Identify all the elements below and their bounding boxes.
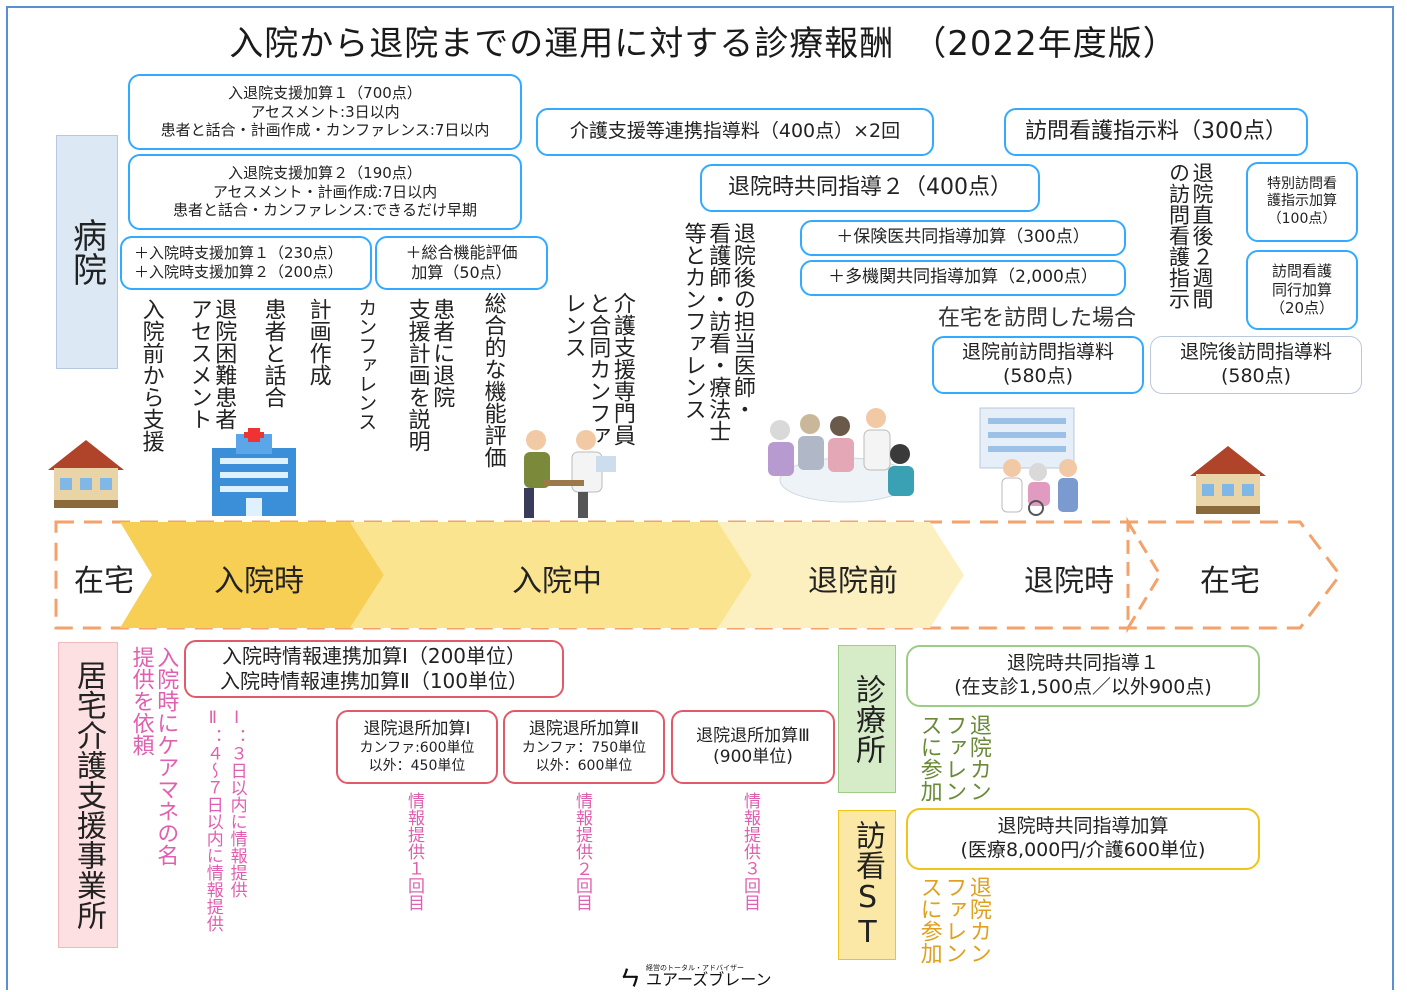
- note-clinic-conference: 退院カン ファレン スに参加: [916, 714, 991, 802]
- logo-company: ユアーズブレーン: [646, 970, 772, 989]
- line: (580点): [1002, 365, 1074, 387]
- line: 護指示加算: [1267, 193, 1337, 210]
- line: 退院退所加算Ⅰ: [363, 718, 471, 739]
- accompany-add-box: 訪問看護 同行加算 （20点）: [1246, 250, 1358, 330]
- logo-mark-icon: ㄣ: [620, 966, 640, 990]
- hospital-icon: [212, 428, 296, 516]
- nursing-st-label: 訪看ST: [838, 810, 896, 960]
- arrow-during-stay: [350, 522, 752, 628]
- line: 退院退所加算Ⅲ: [696, 725, 810, 746]
- line: ＋入院時支援加算１（230点）: [134, 244, 343, 263]
- line: （20点）: [1269, 299, 1335, 318]
- comprehensive-eval-box: ＋総合機能評価 加算（50点）: [375, 236, 548, 290]
- stage-home-left: 在宅: [74, 564, 134, 599]
- line: 患者と話合・計画作成・カンファレンス:7日以内: [160, 121, 490, 140]
- line: (医療8,000円/介護600単位): [960, 839, 1206, 861]
- home-visit-case-text: 在宅を訪問した場合: [938, 306, 1137, 331]
- note-functional-eval: 総合的な機能評価: [480, 292, 506, 468]
- line: (900単位): [713, 747, 793, 767]
- line: 入退院支援加算２（190点）: [228, 163, 422, 182]
- post-discharge-visit-box: 退院後訪問指導料 (580点): [1150, 336, 1362, 394]
- note-info-once: 情報提供１回目: [404, 792, 425, 911]
- line: 患者と話合・カンファレンス:できるだけ早期: [172, 201, 477, 220]
- stage-admission: 入院時: [214, 564, 304, 599]
- line: (在支診1,500点／以外900点): [954, 676, 1212, 698]
- line: カンファ:600単位: [359, 740, 475, 757]
- line: 入退院支援加算１（700点）: [228, 83, 422, 102]
- insurance-doctor-add-box: ＋保険医共同指導加算（300点）: [800, 220, 1126, 256]
- home-visit-illustration: [979, 407, 1078, 516]
- line: 特別訪問看: [1267, 175, 1337, 192]
- line: ＋総合機能評価: [405, 243, 518, 262]
- note-plan-creation: 計画作成: [305, 298, 331, 386]
- note-st-conference: 退院カン ファレン スに参加: [916, 876, 991, 964]
- line: ＋入院時支援加算２（200点）: [134, 263, 343, 281]
- multi-agency-add-box: ＋多機関共同指導加算（2,000点）: [800, 260, 1126, 296]
- pre-discharge-visit-box: 退院前訪問指導料 (580点): [932, 336, 1144, 394]
- discharge-add-3-box: 退院退所加算Ⅲ (900単位): [671, 710, 835, 784]
- discharge-add-1-box: 退院退所加算Ⅰ カンファ:600単位 以外：450単位: [336, 710, 498, 784]
- care-office-label: 居宅介護支援事業所: [58, 642, 118, 948]
- note-post-discharge-instruction: 退院直後２週間 の訪問看護指示: [1166, 162, 1215, 309]
- note-discuss-patient: 患者と話合: [260, 298, 286, 408]
- outer-frame: [6, 6, 1394, 990]
- consultation-illustration: [524, 430, 616, 518]
- note-pre-admission: 入院前から支援: [138, 298, 164, 452]
- line: 退院退所加算Ⅱ: [528, 718, 640, 739]
- page-title: 入院から退院までの運用に対する診療報酬 （2022年度版）: [229, 24, 1178, 64]
- discharge-add-2-box: 退院退所加算Ⅱ カンファ：750単位 以外：600単位: [503, 710, 665, 784]
- note-info-twice: 情報提供２回目: [572, 792, 593, 911]
- line: 以外：600単位: [535, 757, 633, 774]
- line: カンファ：750単位: [521, 740, 647, 757]
- arrow-pre-discharge: [718, 522, 964, 628]
- care-support-guidance-box: 介護支援等連携指導料（400点）×2回: [536, 108, 934, 156]
- logo-tagline: 経営のトータル・アドバイザー: [646, 964, 744, 972]
- discharge-joint-guidance-2-box: 退院時共同指導２（400点）: [700, 164, 1040, 212]
- hospital-label: 病院: [56, 135, 118, 369]
- arrow-admission: [120, 522, 384, 628]
- line: 同行加算: [1271, 280, 1332, 299]
- home-nursing-instruction-box: 訪問看護指示料（300点）: [1004, 108, 1308, 156]
- line: （100点）: [1267, 210, 1337, 227]
- clinic-joint-guidance-box: 退院時共同指導１ (在支診1,500点／以外900点): [906, 645, 1260, 707]
- line: 退院前訪問指導料: [961, 341, 1114, 364]
- line: アセスメント・計画作成:7日以内: [212, 182, 438, 201]
- timeline-arrows: [54, 516, 1342, 634]
- company-logo: ㄣ 経営のトータル・アドバイザー ユアーズブレーン: [620, 962, 771, 991]
- meeting-illustration: [768, 408, 914, 503]
- clinic-label: 診療所: [838, 645, 896, 793]
- stage-pre-discharge: 退院前: [808, 564, 898, 599]
- house-icon-right: [1190, 446, 1266, 514]
- admission-support-1-box: 入退院支援加算１（700点） アセスメント:3日以内 患者と話合・計画作成・カン…: [128, 74, 522, 150]
- note-post-discharge-conf: 退院後の担当医師・ 看護師・訪看・療法士 等とカンファレンス: [680, 222, 755, 442]
- stage-discharge: 退院時: [1024, 564, 1114, 599]
- stage-during-stay: 入院中: [512, 564, 602, 599]
- st-joint-guidance-add-box: 退院時共同指導加算 (医療8,000円/介護600単位): [906, 808, 1260, 870]
- house-icon-left: [48, 440, 124, 508]
- line: 入院時情報連携加算Ⅱ（100単位）: [219, 669, 529, 693]
- line: 訪問看護: [1271, 261, 1332, 280]
- line: 加算（50点）: [411, 263, 512, 282]
- note-care-manager-conf: 介護支援専門員 と合同カンファ レンス: [560, 292, 635, 446]
- line: 以外：450単位: [368, 757, 466, 774]
- note-conference: カンファレンス: [355, 298, 378, 431]
- note-explain-plan: 患者に退院 支援計画を説明: [404, 298, 455, 452]
- info-link-add-box: 入院時情報連携加算Ⅰ（200単位） 入院時情報連携加算Ⅱ（100単位）: [184, 640, 564, 698]
- note-difficult-assessment: 退院困難患者 アセスメント: [186, 298, 237, 430]
- admission-time-support-box: ＋入院時支援加算１（230点） ＋入院時支援加算２（200点）: [120, 236, 372, 290]
- line: (580点): [1220, 365, 1292, 387]
- line: 入院時情報連携加算Ⅰ（200単位）: [221, 644, 527, 668]
- line: 退院時共同指導１: [1006, 652, 1159, 675]
- line: 退院後訪問指導料: [1179, 341, 1332, 364]
- line: アセスメント:3日以内: [250, 102, 400, 121]
- line: 退院時共同指導加算: [997, 815, 1169, 838]
- stage-home-right: 在宅: [1200, 564, 1260, 599]
- note-request-info: 入院時にケアマネの名 提供を依頼: [128, 646, 179, 866]
- note-info-thrice: 情報提供３回目: [740, 792, 761, 911]
- note-info-timing: Ⅰ：３日以内に情報提供 Ⅱ：４～７日以内に情報提供: [202, 708, 247, 932]
- admission-support-2-box: 入退院支援加算２（190点） アセスメント・計画作成:7日以内 患者と話合・カン…: [128, 154, 522, 230]
- special-instruction-add-box: 特別訪問看 護指示加算 （100点）: [1246, 162, 1358, 242]
